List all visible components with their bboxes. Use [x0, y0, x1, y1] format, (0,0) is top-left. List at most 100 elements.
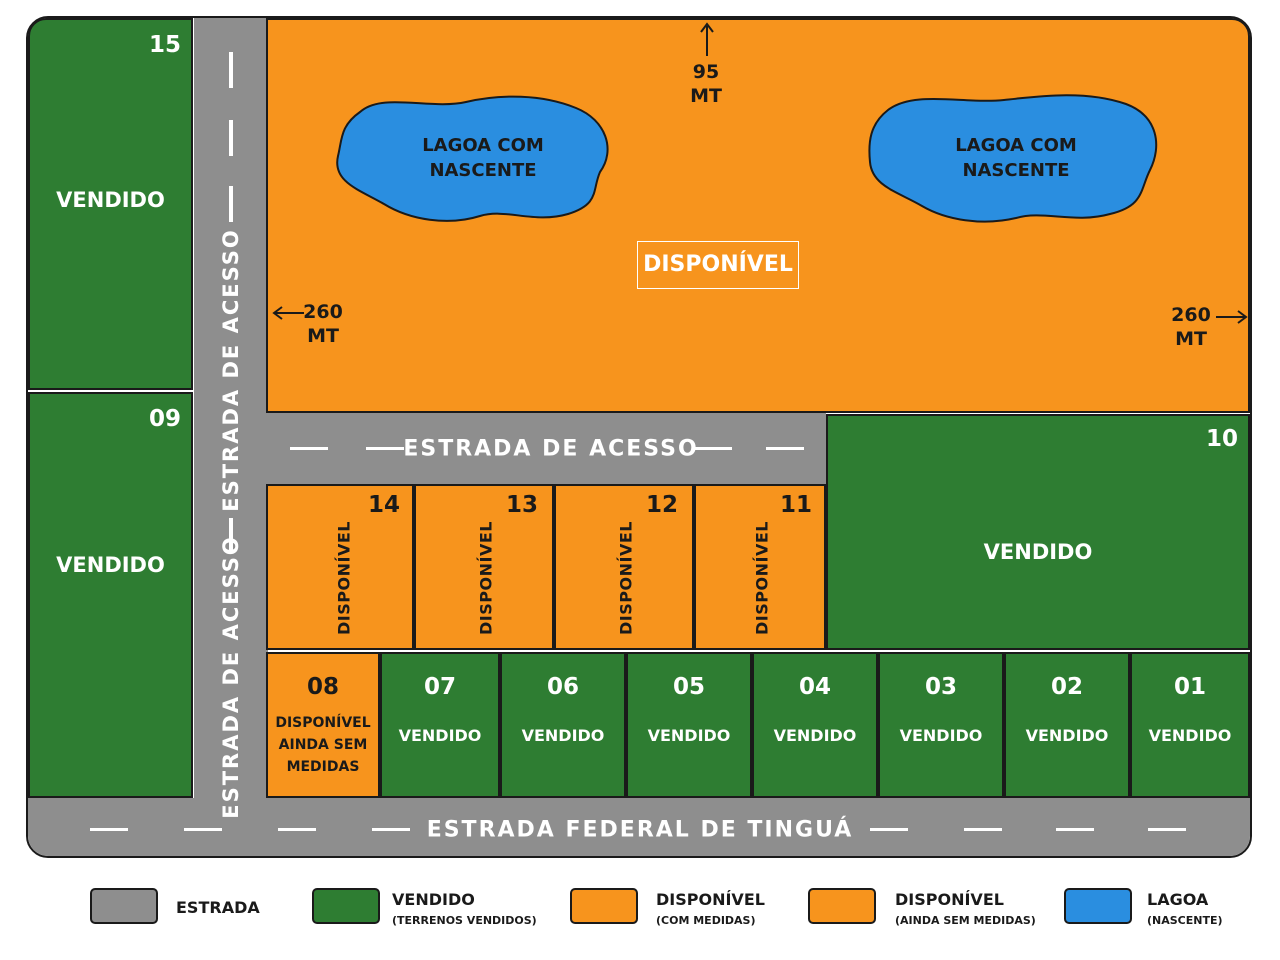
- lot-02[interactable]: 02 VENDIDO: [1004, 652, 1130, 798]
- lot-number: 07: [423, 674, 456, 700]
- lot-number: 02: [1050, 674, 1083, 700]
- road-dash: [1148, 828, 1186, 831]
- lot-status-line: AINDA SEM: [278, 737, 368, 753]
- lot-number: 05: [672, 674, 705, 700]
- lot-status: DISPONÍVEL: [334, 521, 354, 635]
- road-dash: [870, 828, 908, 831]
- road-dash: [229, 120, 233, 156]
- lot-status: DISPONÍVEL: [616, 521, 636, 635]
- lot-number: 01: [1173, 674, 1206, 700]
- lot-14[interactable]: 14 DISPONÍVEL: [266, 484, 414, 650]
- road-dash: [694, 447, 732, 450]
- lot-15[interactable]: 15 VENDIDO: [28, 18, 193, 390]
- lot-number: 09: [148, 406, 181, 432]
- arrow-up-icon: [700, 22, 714, 56]
- measure-value: 95: [692, 61, 720, 83]
- lot-status: VENDIDO: [1025, 726, 1109, 745]
- lot-status: VENDIDO: [56, 188, 165, 212]
- federal-road: [28, 798, 1250, 856]
- legend-swatch-sold: [312, 888, 380, 924]
- road-dash: [229, 186, 233, 222]
- lot-07[interactable]: 07 VENDIDO: [380, 652, 500, 798]
- lot-03[interactable]: 03 VENDIDO: [878, 652, 1004, 798]
- legend-title-available-no-measures: DISPONÍVEL: [895, 890, 1004, 909]
- legend-sub-lake: (NASCENTE): [1147, 914, 1223, 927]
- lot-10[interactable]: 10 VENDIDO: [826, 414, 1250, 650]
- lot-number: 03: [924, 674, 957, 700]
- lake-left: [336, 95, 609, 222]
- lot-status: VENDIDO: [983, 540, 1093, 564]
- lot-13[interactable]: 13 DISPONÍVEL: [414, 484, 554, 650]
- lake-right: [868, 94, 1158, 223]
- large-lot-status: DISPONÍVEL: [637, 241, 799, 289]
- legend-sub-available-no-measures: (AINDA SEM MEDIDAS): [895, 914, 1036, 927]
- legend: ESTRADA VENDIDO (TERRENOS VENDIDOS) DISP…: [0, 886, 1280, 946]
- lot-05[interactable]: 05 VENDIDO: [626, 652, 752, 798]
- road-dash: [964, 828, 1002, 831]
- legend-swatch-available: [570, 888, 638, 924]
- lake-label-line: LAGOA COM: [955, 135, 1077, 156]
- lot-number: 08: [306, 674, 339, 700]
- road-dash: [90, 828, 128, 831]
- lake-label-line: NASCENTE: [962, 160, 1070, 181]
- lot-04[interactable]: 04 VENDIDO: [752, 652, 878, 798]
- lot-09[interactable]: 09 VENDIDO: [28, 392, 193, 798]
- road-dash: [766, 447, 804, 450]
- lake-right-label: LAGOA COM NASCENTE: [936, 133, 1096, 183]
- lot-status: VENDIDO: [521, 726, 605, 745]
- legend-swatch-road: [90, 888, 158, 924]
- road-dash: [290, 447, 328, 450]
- legend-title-lake: LAGOA: [1147, 890, 1209, 909]
- lot-status-line: MEDIDAS: [286, 759, 360, 775]
- lot-status: VENDIDO: [1148, 726, 1232, 745]
- lake-label-line: LAGOA COM: [422, 135, 544, 156]
- road-dash: [1056, 828, 1094, 831]
- vertical-road-label-lower: ESTRADA DE ACESSO: [219, 535, 243, 819]
- measure-right: 260 MT: [1166, 303, 1216, 351]
- lake-label-line: NASCENTE: [429, 160, 537, 181]
- measure-unit: MT: [690, 85, 722, 107]
- legend-title-available: DISPONÍVEL: [656, 890, 765, 909]
- lot-number: 04: [798, 674, 831, 700]
- measure-unit: MT: [1175, 328, 1207, 350]
- lot-08[interactable]: 08 DISPONÍVEL AINDA SEM MEDIDAS: [266, 652, 380, 798]
- legend-title-sold: VENDIDO: [392, 890, 475, 909]
- measure-value: 260: [303, 301, 343, 323]
- federal-road-label: ESTRADA FEDERAL DE TINGUÁ: [426, 817, 854, 843]
- legend-sub-available: (COM MEDIDAS): [656, 914, 756, 927]
- lot-number: 06: [546, 674, 579, 700]
- legend-sub-sold: (TERRENOS VENDIDOS): [392, 914, 537, 927]
- lot-status: VENDIDO: [773, 726, 857, 745]
- vertical-road-label-upper: ESTRADA DE ACESSO: [219, 228, 243, 512]
- measure-top: 95 MT: [676, 60, 736, 108]
- arrow-left-icon: [272, 306, 304, 320]
- road-dash: [366, 447, 404, 450]
- lot-status: DISPONÍVEL: [476, 521, 496, 635]
- lot-status: DISPONÍVEL AINDA SEM MEDIDAS: [268, 712, 378, 778]
- lot-status: VENDIDO: [899, 726, 983, 745]
- lot-number: 15: [148, 32, 181, 58]
- road-dash: [372, 828, 410, 831]
- measure-left: 260 MT: [298, 300, 348, 348]
- lot-number: 13: [505, 492, 538, 518]
- lot-01[interactable]: 01 VENDIDO: [1130, 652, 1250, 798]
- lot-number: 12: [645, 492, 678, 518]
- legend-swatch-available-no-measures: [808, 888, 876, 924]
- legend-swatch-lake: [1064, 888, 1132, 924]
- road-dash: [229, 518, 233, 552]
- road-dash: [278, 828, 316, 831]
- lot-status: VENDIDO: [647, 726, 731, 745]
- lot-status-line: DISPONÍVEL: [275, 715, 371, 731]
- measure-value: 260: [1171, 304, 1211, 326]
- lot-status: VENDIDO: [398, 726, 482, 745]
- arrow-right-icon: [1216, 310, 1248, 324]
- lot-11[interactable]: 11 DISPONÍVEL: [694, 484, 826, 650]
- lot-12[interactable]: 12 DISPONÍVEL: [554, 484, 694, 650]
- measure-unit: MT: [307, 325, 339, 347]
- lot-status: DISPONÍVEL: [752, 521, 772, 635]
- road-dash: [184, 828, 222, 831]
- lot-06[interactable]: 06 VENDIDO: [500, 652, 626, 798]
- horizontal-road-label: ESTRADA DE ACESSO: [403, 436, 699, 462]
- lake-left-label: LAGOA COM NASCENTE: [403, 133, 563, 183]
- lot-number: 11: [779, 492, 812, 518]
